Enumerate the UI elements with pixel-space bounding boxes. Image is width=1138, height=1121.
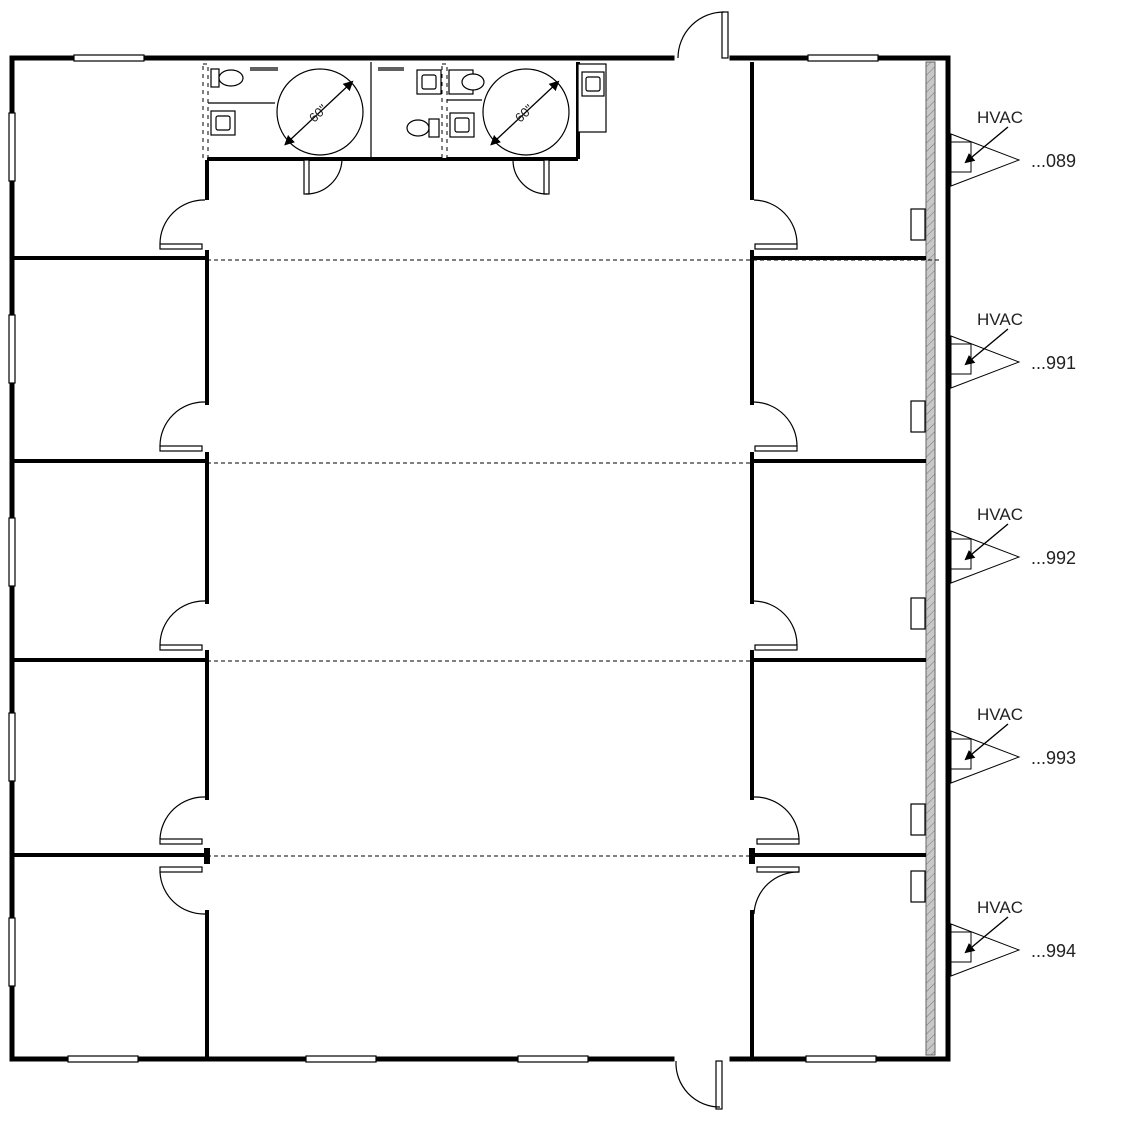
hvac-id-label: ...992	[1031, 548, 1076, 568]
turning-circle-2: 60"	[482, 68, 570, 156]
exterior-door-top[interactable]	[677, 11, 729, 59]
sink-icon	[416, 69, 442, 95]
hvac-label: HVAC	[977, 505, 1023, 524]
door-right-3[interactable]	[754, 644, 798, 651]
sink-icon	[581, 71, 605, 97]
corridor-walls	[205, 62, 754, 1059]
hatched-wall-strip	[925, 61, 936, 1056]
hvac-unit-box	[950, 738, 972, 770]
right-room-dividers	[752, 256, 926, 857]
restroom-block: 60" 60"	[202, 62, 607, 195]
hvac-label: HVAC	[977, 310, 1023, 329]
hvac-unit: HVAC ...992	[950, 505, 1076, 584]
toilet-icon	[461, 73, 485, 91]
right-room-doors[interactable]	[753, 199, 800, 915]
hvac-unit: HVAC ...991	[950, 310, 1076, 389]
hvac-id-label: ...993	[1031, 748, 1076, 768]
hvac-arrow	[964, 916, 1009, 954]
hvac-unit-box	[950, 141, 972, 173]
door-left-2[interactable]	[159, 445, 203, 452]
door-right-2[interactable]	[754, 445, 798, 452]
window	[73, 54, 145, 62]
door-right-1[interactable]	[754, 243, 798, 250]
exterior-door-bottom[interactable]	[675, 1060, 723, 1110]
windows	[8, 54, 879, 1063]
hvac-label: HVAC	[977, 705, 1023, 724]
hvac-label: HVAC	[977, 898, 1023, 917]
hvac-id-label: ...991	[1031, 353, 1076, 373]
turning-circle-1: 60"	[276, 68, 364, 156]
window	[8, 917, 16, 987]
exterior-walls	[9, 55, 951, 1062]
window	[807, 54, 879, 62]
window	[8, 517, 16, 587]
window	[67, 1055, 139, 1063]
restroom-door-2[interactable]	[512, 159, 550, 195]
left-room-dividers	[12, 256, 207, 857]
hvac-arrow	[964, 723, 1009, 761]
door-left-3[interactable]	[159, 644, 203, 651]
door-left-1[interactable]	[159, 243, 203, 250]
hvac-label: HVAC	[977, 108, 1023, 127]
window	[517, 1055, 589, 1063]
door-left-5[interactable]	[159, 866, 203, 873]
sink-icon	[449, 112, 475, 138]
hvac-arrow	[964, 126, 1009, 164]
hvac-unit-box	[950, 538, 972, 570]
corridor-dashed-lines	[204, 259, 940, 864]
hvac-id-label: ...089	[1031, 151, 1076, 171]
toilet-icon	[406, 118, 440, 138]
door-right-5[interactable]	[756, 866, 800, 873]
window	[805, 1055, 877, 1063]
wall-grilles	[910, 208, 926, 903]
sink-icon	[210, 110, 236, 136]
window	[305, 1055, 377, 1063]
door-left-4[interactable]	[159, 838, 203, 845]
hvac-units: HVAC...089HVAC...991HVAC...992HVAC...993…	[950, 108, 1076, 977]
hvac-id-label: ...994	[1031, 941, 1076, 961]
hvac-unit-box	[950, 343, 972, 375]
toilet-icon	[210, 68, 244, 88]
window	[8, 314, 16, 384]
hvac-unit: HVAC ...993	[950, 705, 1076, 784]
door-right-4[interactable]	[756, 838, 800, 845]
restroom-door-1[interactable]	[303, 159, 343, 195]
window	[8, 712, 16, 782]
hvac-unit: HVAC ...089	[950, 108, 1076, 187]
window	[8, 112, 16, 182]
hvac-arrow	[964, 328, 1009, 366]
hvac-unit: HVAC ...994	[950, 898, 1076, 977]
hvac-unit-box	[950, 931, 972, 963]
left-room-doors[interactable]	[159, 199, 206, 915]
hvac-arrow	[964, 523, 1009, 561]
